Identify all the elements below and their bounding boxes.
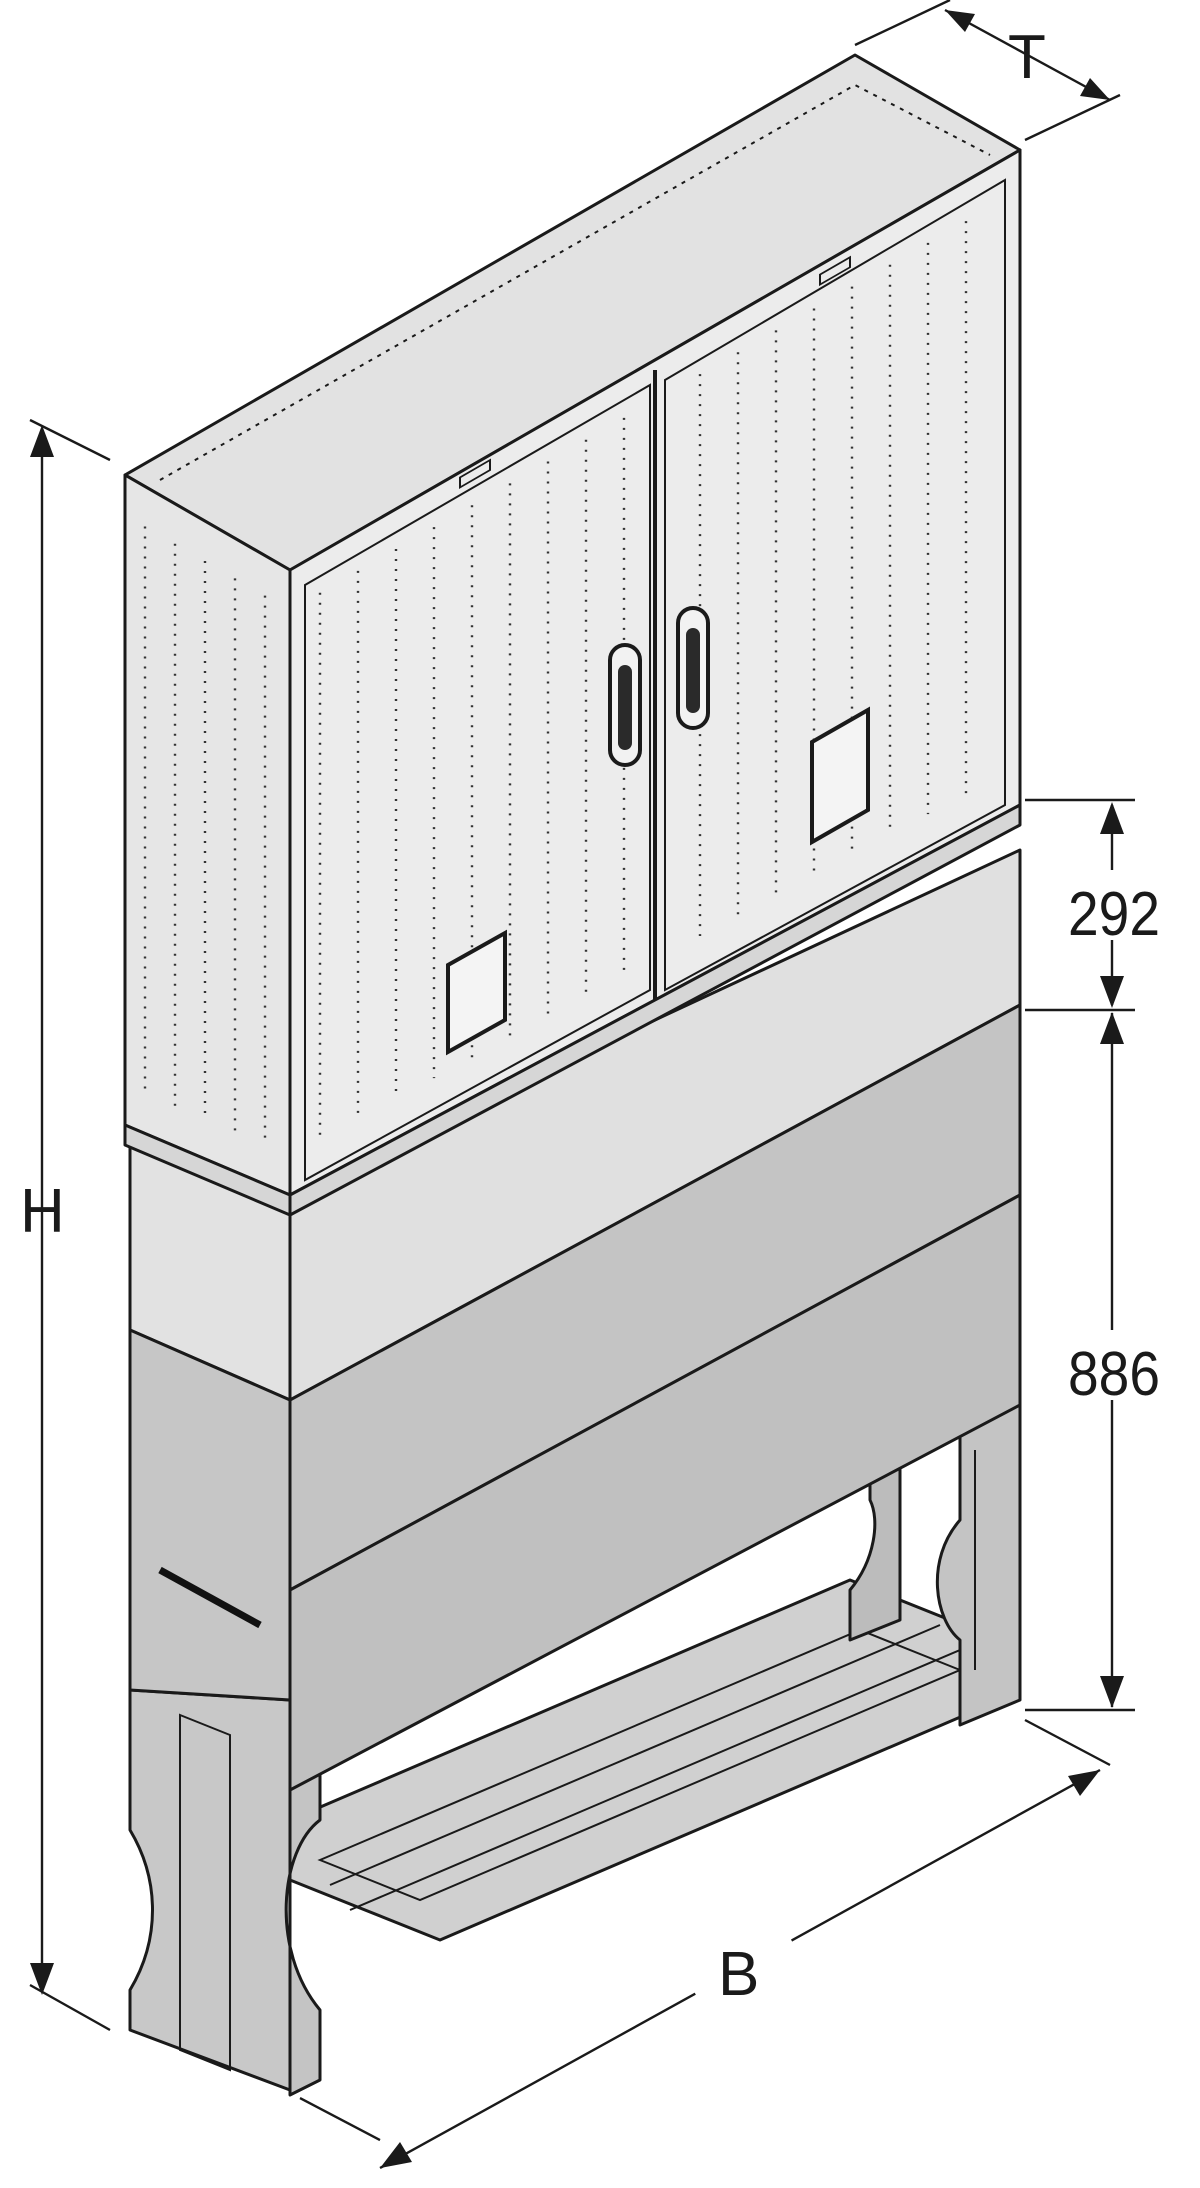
dimension-lines	[29, 0, 1160, 2170]
base-frame-right-inner-leg	[848, 1456, 902, 1642]
left-door-handle	[608, 643, 642, 767]
depth-arrow-end	[1080, 78, 1110, 100]
lower-base-height-label: 886	[1068, 1340, 1160, 1409]
left-door-window	[446, 929, 507, 1056]
plinth-front-dark-band-lower	[288, 1193, 1022, 1792]
width-label: B	[718, 1940, 759, 2009]
base-frame-left-leg	[128, 1688, 292, 2092]
height-label: H	[20, 1177, 65, 1246]
right-door-window	[810, 706, 870, 846]
upper-base-height-label: 292	[1068, 880, 1160, 949]
height-arrow-top	[30, 425, 54, 457]
lift-grip-mark	[158, 1566, 262, 1629]
vent-pattern-side	[143, 526, 267, 1145]
right-door-handle	[676, 606, 710, 730]
depth-arrow-start	[945, 10, 975, 32]
depth-dimension-line	[944, 8, 1111, 102]
cabinet	[123, 53, 1022, 1217]
height-arrow-bottom	[30, 1963, 54, 1995]
width-arrow-start	[380, 2142, 412, 2168]
plinth	[128, 848, 1022, 1792]
base-frame	[128, 1403, 1022, 2097]
base-frame-front-leg	[284, 1688, 322, 2097]
depth-label: T	[1008, 23, 1046, 92]
width-arrow-end	[1068, 1770, 1100, 1796]
base-frame-right-leg	[935, 1403, 1022, 1727]
